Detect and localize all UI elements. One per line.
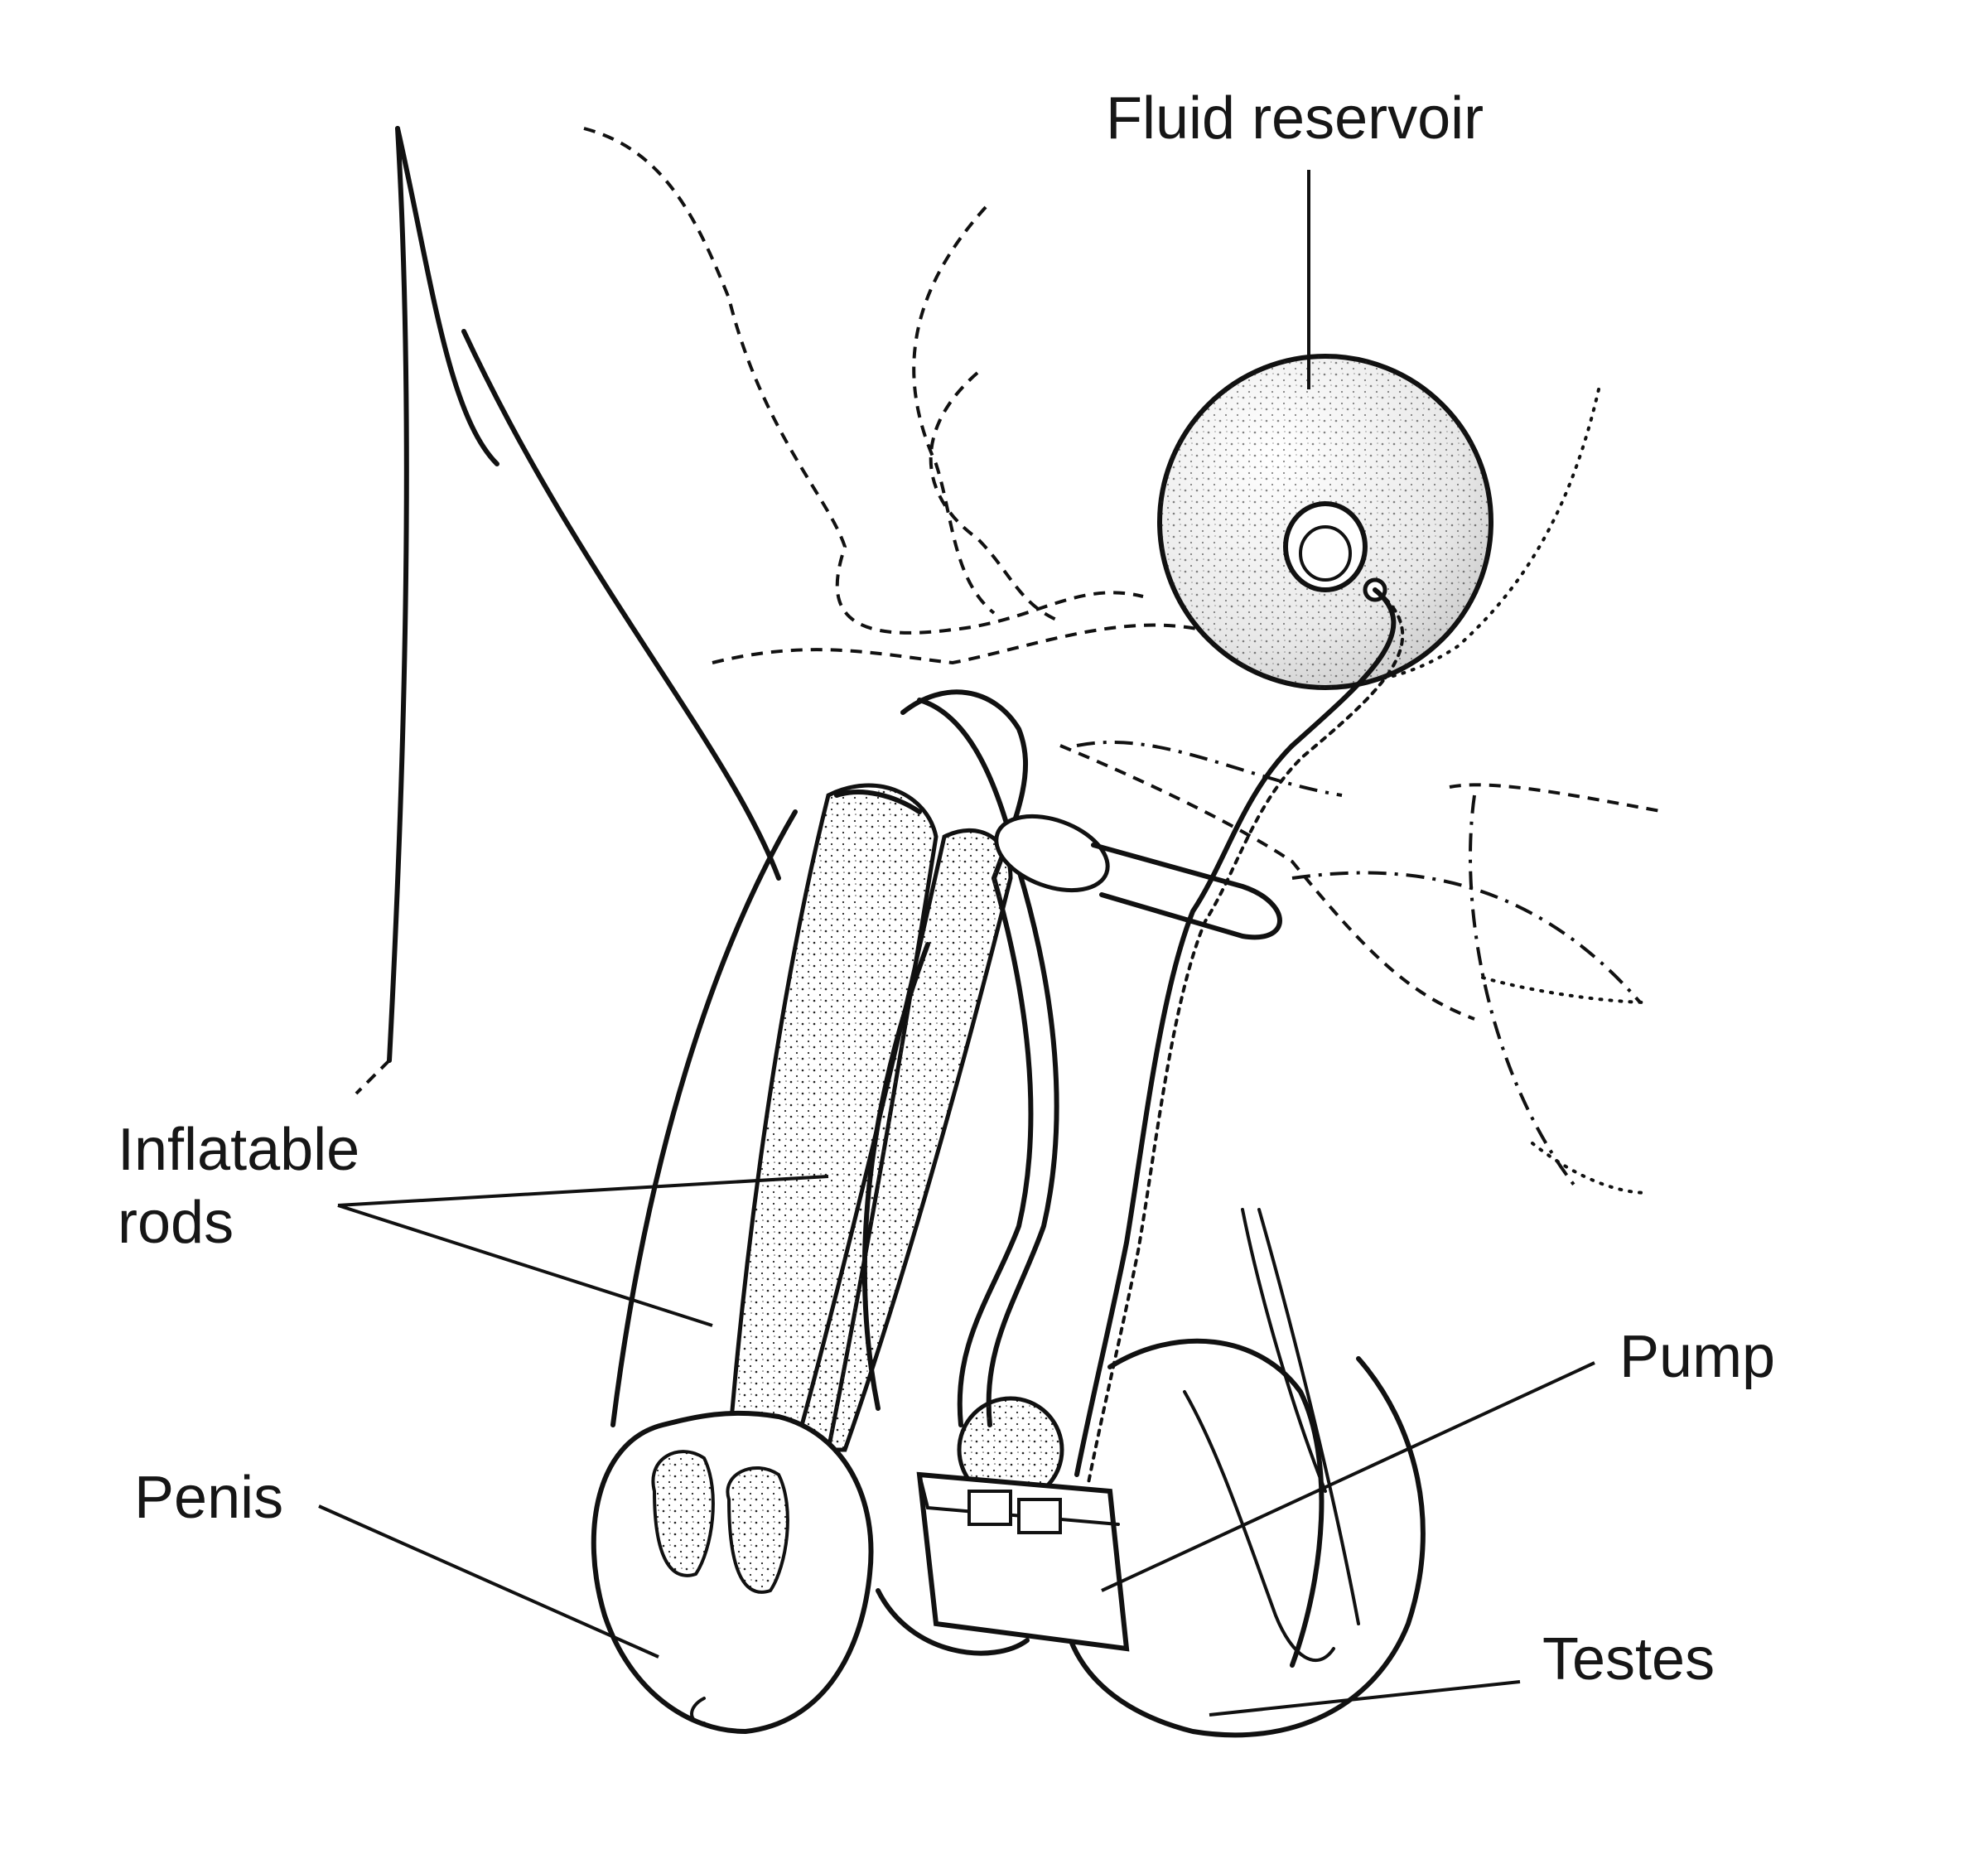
pump	[916, 1396, 1130, 1652]
leader-penis	[318, 1504, 659, 1659]
leader-lines	[318, 170, 1595, 1717]
fluid-reservoir	[1157, 354, 1493, 690]
leader-rods-lower	[337, 1204, 713, 1327]
leader-rods-upper	[337, 1175, 829, 1207]
penis	[591, 790, 930, 1735]
body-outline	[355, 126, 781, 1095]
leader-pump	[1101, 1361, 1595, 1592]
label-penis: Penis	[134, 1465, 284, 1531]
label-testes: Testes	[1542, 1626, 1715, 1693]
testes	[876, 1208, 1426, 1738]
label-pump: Pump	[1619, 1324, 1776, 1390]
pelvis-outline	[583, 127, 1666, 1195]
label-fluid-reservoir: Fluid reservoir	[1106, 85, 1484, 152]
label-inflatable-rods: Inflatable rods	[118, 1117, 360, 1256]
inflatable-rods	[726, 783, 1282, 1452]
leader-testes	[1209, 1680, 1521, 1717]
